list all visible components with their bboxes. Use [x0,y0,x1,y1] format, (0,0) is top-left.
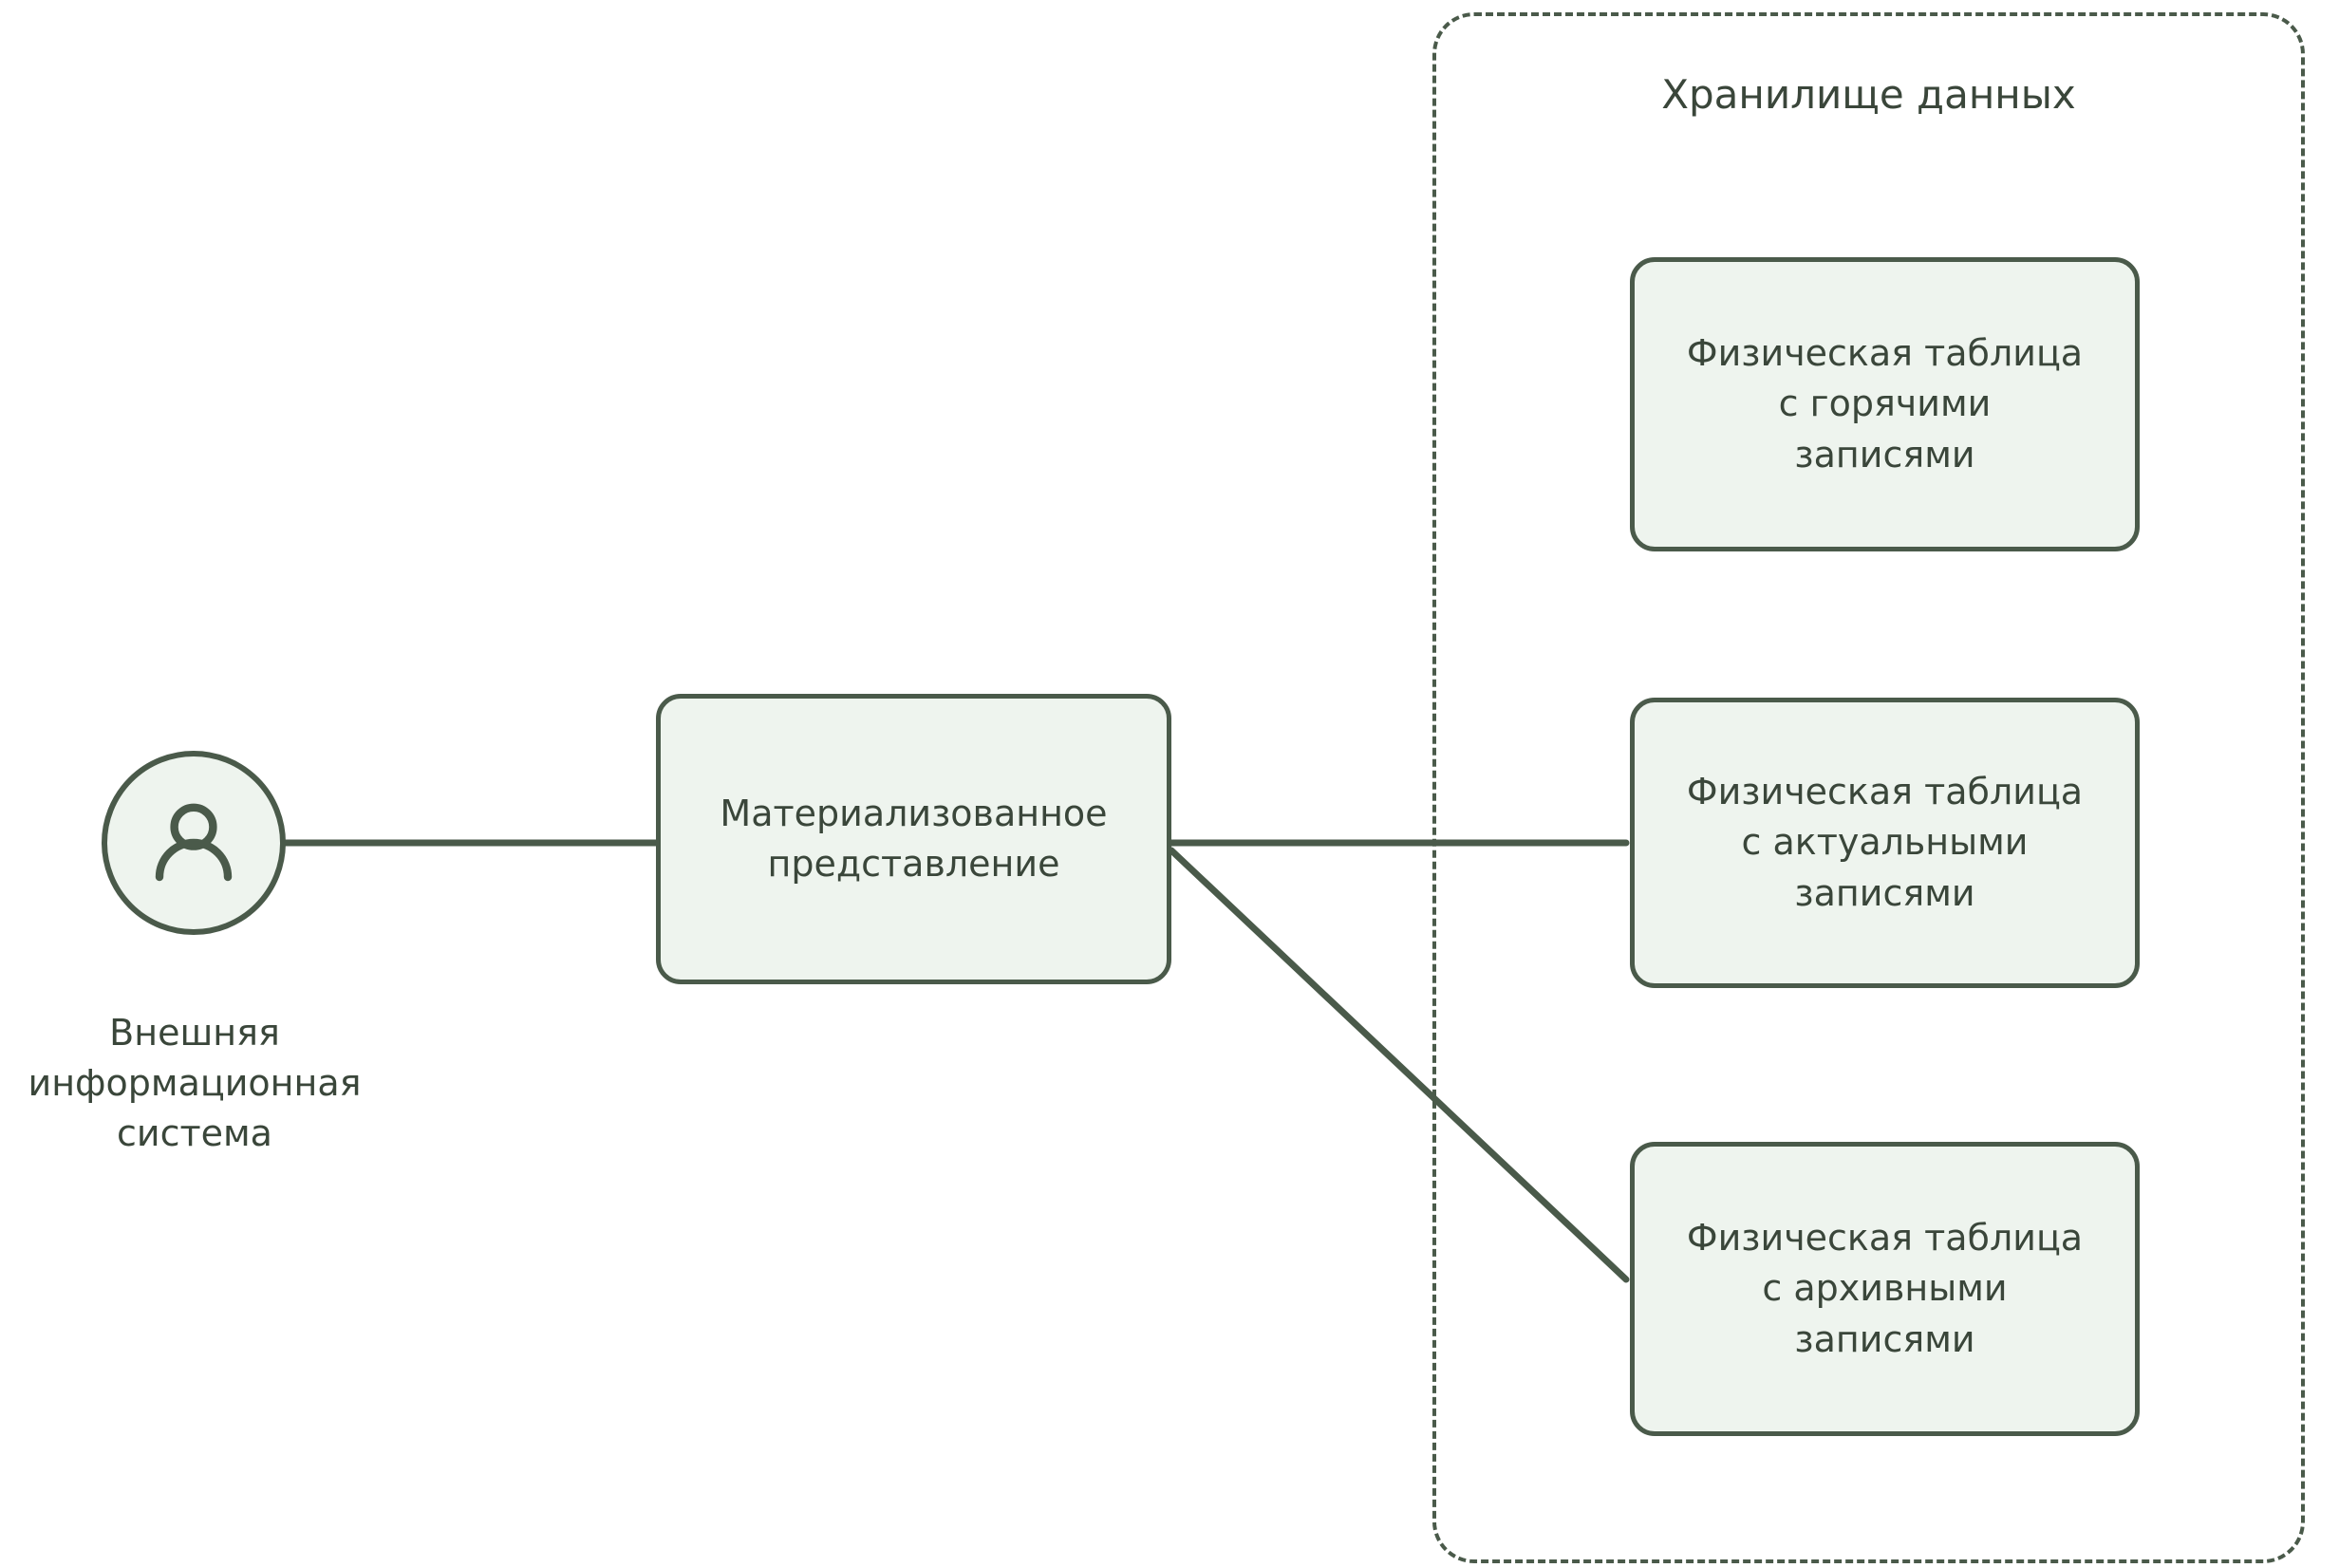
warehouse-title: Хранилище данных [1661,71,2076,118]
connector-view-to-archive-table [1168,847,1630,1283]
warehouse-container: Хранилище данных Физическая таблица с го… [1432,12,2305,1563]
external-system-node[interactable] [102,751,286,935]
physical-table-archive-node[interactable]: Физическая таблица с архивными записями [1630,1142,2140,1436]
user-icon [155,803,233,882]
physical-table-hot-node[interactable]: Физическая таблица с горячими записями [1630,257,2140,551]
physical-table-actual-node[interactable]: Физическая таблица с актуальными записям… [1630,698,2140,988]
external-system-label: Внешняя информационная система [28,1012,362,1155]
materialized-view-node[interactable]: Материализованное представление [656,694,1171,984]
